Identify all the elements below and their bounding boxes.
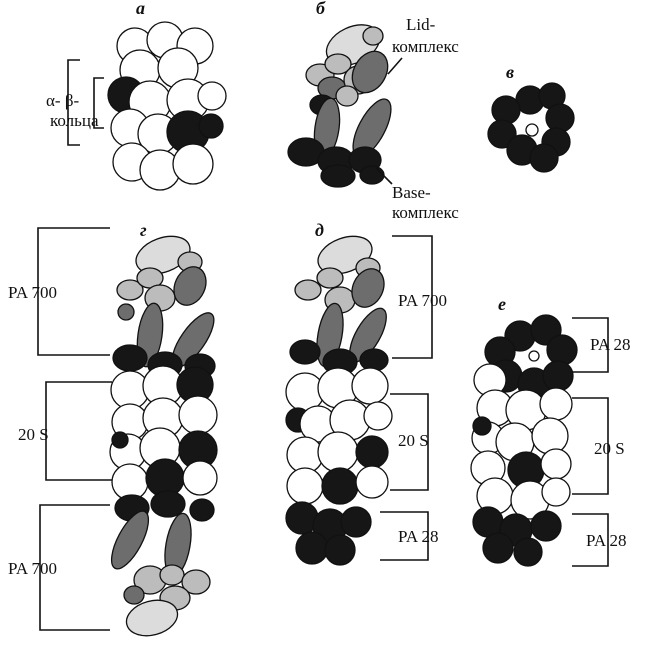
ring-beta-lower bbox=[110, 108, 224, 155]
pa700-top-shape bbox=[112, 235, 216, 379]
panel-letter-b: б bbox=[316, 0, 326, 18]
panel-g-26s-double-capped: г bbox=[8, 220, 218, 637]
s20-label-e: 20 S bbox=[594, 439, 625, 458]
base-label-1: Base- bbox=[392, 183, 431, 202]
lid-label-2: комплекс bbox=[392, 37, 459, 56]
panel-e-pa28-double: е PA 28 20 S PA 28 bbox=[470, 294, 630, 567]
bracket-20s bbox=[45, 381, 112, 481]
pa700-top-label: PA 700 bbox=[8, 283, 57, 302]
bracket-pa28-top-e bbox=[572, 317, 609, 373]
panel-letter-v: в bbox=[506, 62, 514, 82]
panel-a-20s-core: а α- β- кольца bbox=[46, 0, 227, 191]
panel-v-pa28-ring: в bbox=[487, 62, 575, 173]
s20-label-g: 20 S bbox=[18, 425, 49, 444]
ring-beta-upper bbox=[107, 76, 227, 124]
lid-label-1: Lid- bbox=[406, 15, 436, 34]
bracket-pa700-d bbox=[392, 235, 433, 359]
pa28-label-d: PA 28 bbox=[398, 527, 438, 546]
panel-letter-e: е bbox=[498, 294, 506, 314]
panel-letter-a: а bbox=[136, 0, 145, 18]
pa700-bottom-shape bbox=[110, 490, 215, 637]
pa28-bottom-label-e: PA 28 bbox=[586, 531, 626, 550]
bracket-20s-e bbox=[572, 397, 609, 495]
rings-label: кольца bbox=[50, 111, 99, 130]
core-20s-shape-d bbox=[285, 367, 393, 505]
base-label-2: комплекс bbox=[392, 203, 459, 222]
s20-label-d: 20 S bbox=[398, 431, 429, 450]
bracket-beta bbox=[93, 77, 104, 129]
lid-pointer-line bbox=[387, 57, 403, 75]
pa28-cap-shape-d bbox=[285, 501, 372, 566]
base-complex-shape bbox=[287, 94, 392, 188]
bracket-pa700-top bbox=[37, 227, 110, 356]
panel-b-19s-regulator: б Lid- комплекс Base- комплекс bbox=[287, 0, 459, 222]
core-20s-shape bbox=[109, 365, 218, 501]
bracket-pa700-bottom bbox=[39, 504, 110, 631]
core-20s-shape-e bbox=[470, 363, 573, 520]
pa28-top-label-e: PA 28 bbox=[590, 335, 630, 354]
panel-letter-g: г bbox=[140, 220, 147, 240]
pa700-cap-shape bbox=[289, 235, 389, 376]
bracket-20s-d bbox=[390, 393, 429, 491]
pa700-label-d: PA 700 bbox=[398, 291, 447, 310]
bracket-alpha bbox=[67, 59, 80, 146]
lid-complex-shape bbox=[305, 24, 389, 107]
alpha-beta-label: α- β- bbox=[46, 91, 79, 110]
ring-alpha-bottom bbox=[112, 142, 214, 191]
pa28-heptamer bbox=[487, 82, 575, 173]
pa28-bottom-shape bbox=[472, 506, 562, 567]
panel-letter-d: д bbox=[315, 220, 324, 240]
base-pointer-line bbox=[375, 167, 393, 185]
bracket-pa28-d bbox=[380, 511, 429, 561]
pa700-bottom-label: PA 700 bbox=[8, 559, 57, 578]
panel-d-hybrid: д PA 700 20 S PA 28 bbox=[285, 220, 447, 566]
bracket-pa28-bottom-e bbox=[572, 513, 609, 567]
